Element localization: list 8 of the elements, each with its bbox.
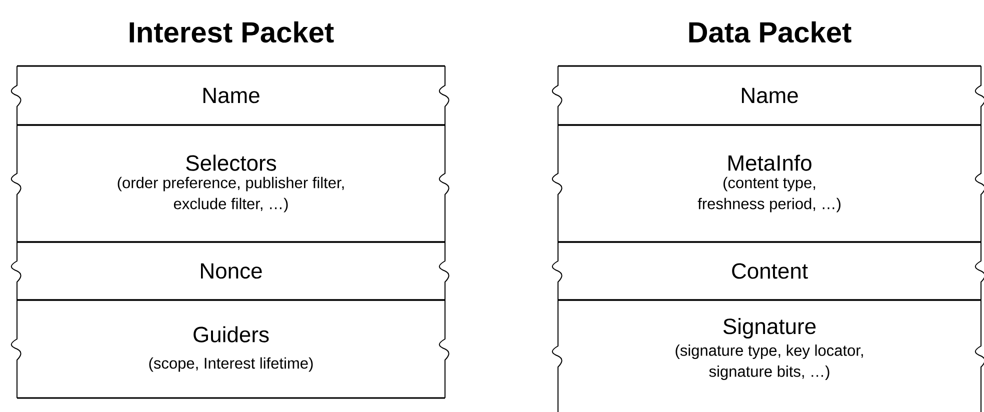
- field-label: Nonce: [201, 263, 262, 279]
- field-label: MetaInfo (content type, freshness period, …): [698, 154, 840, 212]
- field-label: Content: [732, 263, 808, 279]
- field-label: Selectors (order preference, publisher filter, exclude filter, …): [118, 154, 344, 212]
- field-label: Guiders (scope, Interest lifetime): [149, 326, 313, 372]
- field-label: Name: [203, 88, 260, 104]
- field-label: Signature (signature type, key locator, signature bits, …): [676, 318, 863, 380]
- field-label: Name: [742, 88, 798, 104]
